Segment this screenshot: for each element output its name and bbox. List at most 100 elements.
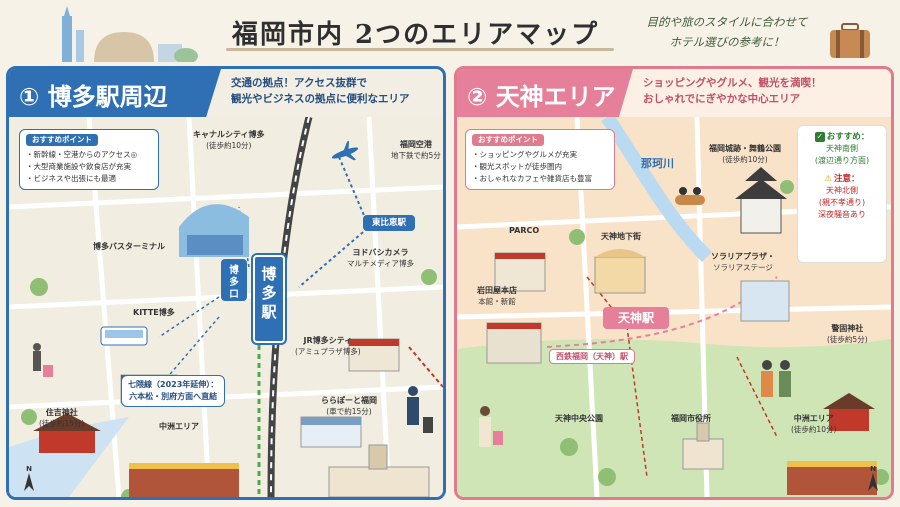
hakata-points-list: ・新幹線・空港からのアクセス◎ ・大型商業施設や飲食店が充実 ・ビジネスや出張に… (26, 149, 152, 185)
hakata-guchi-char: 口 (229, 289, 239, 300)
tenjin-area-description: ショッピングやグルメ、観光を満喫！ おしゃれでにぎやかな中心エリア (643, 75, 822, 107)
bus-terminal-label[interactable]: 博多バスターミナル (93, 242, 165, 251)
tenjin-station[interactable]: 天神駅 (603, 307, 669, 329)
tenjin-recommendation-box: ✓おすすめ： 天神南側 (渡辺通り方面) ⚠注意： 天神北側 (親不孝通り) 深… (797, 125, 887, 263)
recommend-ng-label: ⚠注意： (802, 173, 882, 185)
tenjin-desc-line-1: ショッピングやグルメ、観光を満喫！ (643, 77, 822, 89)
hakata-guchi-label[interactable]: 博 多 口 (221, 259, 247, 301)
hakata-point-item: ・ビジネスや出張にも最適 (26, 174, 116, 183)
tagline-line-1: 目的や旅のスタイルに合わせて (646, 15, 808, 29)
north-label: N (870, 465, 876, 473)
title-underline (226, 48, 614, 51)
yodobashi-label[interactable]: ヨドバシカメラ マルチメディア博多 (347, 247, 414, 269)
hakata-station-char: 博 (261, 265, 277, 283)
solaria-name: ソラリアプラザ・ (711, 252, 775, 261)
tenjin-area-number: ② (467, 83, 488, 111)
nakasu-time: (徒歩約10分) (791, 425, 837, 434)
hakata-station[interactable]: 博 多 駅 (253, 255, 285, 343)
airport-label[interactable]: 福岡空港 地下鉄で約5分 (391, 139, 441, 161)
nanakuma-line-sub: 六本松・別府方面へ直結 (129, 392, 218, 401)
iwataya-sub: 本館・新館 (478, 297, 516, 306)
hakata-points-header: おすすめポイント (26, 134, 98, 146)
jr-city-name: JR博多シティ (303, 336, 353, 345)
lalaport-name: ららぽーと福岡 (321, 396, 377, 405)
nakasu-area-label-tenjin[interactable]: 中洲エリア (徒歩約10分) (791, 413, 836, 435)
yodobashi-name: ヨドバシカメラ (352, 248, 409, 257)
recommend-ok-value: 天神南側 (826, 144, 858, 153)
hakata-area-description: 交通の拠点！アクセス抜群で 観光やビジネスの拠点に便利なエリア (231, 75, 410, 107)
jr-city-label[interactable]: JR博多シティ (アミュプラザ博多) (295, 335, 361, 357)
canal-city-illustration (179, 204, 249, 257)
page-title: 福岡市内 2つのエリアマップ (232, 20, 600, 50)
solaria-label[interactable]: ソラリアプラザ・ ソラリアステージ (711, 251, 775, 273)
iwataya-label[interactable]: 岩田屋本店 本館・新館 (477, 285, 517, 307)
nakasu-name: 中洲エリア (793, 414, 834, 423)
castle-time: (徒歩約10分) (722, 155, 768, 164)
hakata-guchi-char: 博 (229, 265, 239, 276)
lalaport-label[interactable]: ららぽーと福岡 (車で約15分) (321, 395, 377, 417)
recommend-ok-value: (渡辺通り方面) (814, 156, 870, 165)
recommend-ok-label: ✓おすすめ： (802, 131, 882, 143)
canal-city-time: (徒歩約10分) (206, 141, 252, 150)
hakata-station-char: 駅 (261, 303, 277, 321)
tenjin-central-park-label[interactable]: 天神中央公園 (555, 414, 603, 423)
recommend-ng-text: 注意： (834, 174, 860, 184)
tenjin-points-header: おすすめポイント (472, 134, 544, 146)
north-arrow-tenjin: N (863, 465, 883, 493)
airport-name: 福岡空港 (399, 140, 432, 149)
canal-city-name: キャナルシティ博多 (193, 130, 265, 139)
keigo-time: (徒歩約5分) (827, 335, 868, 344)
sumiyoshi-shrine-label[interactable]: 住吉神社 (徒歩約15分) (39, 407, 84, 429)
kitte-label[interactable]: KITTE博多 (133, 308, 175, 317)
nishitetsu-fukuoka-station[interactable]: 西鉄福岡（天神）駅 (549, 349, 635, 364)
nanakuma-line-label[interactable]: 七隈線（2023年延伸）： 六本松・別府方面へ直結 (121, 375, 226, 407)
recommend-ng-value: (親不孝通り) (818, 198, 866, 207)
tenjin-area-heading: ② 天神エリア (457, 69, 633, 117)
tenjin-point-item: ・ショッピングやグルメが充実 (472, 150, 577, 159)
north-arrow-icon (868, 473, 878, 491)
tenjin-points-box: おすすめポイント ・ショッピングやグルメが充実 ・観光スポットが徒歩圏内 ・おし… (465, 129, 615, 190)
recommend-ng-value: 深夜騒音あり (818, 210, 866, 219)
iwataya-name: 岩田屋本店 (477, 286, 517, 295)
canal-city-label[interactable]: キャナルシティ博多 (徒歩約10分) (193, 129, 265, 151)
hakata-area-panel: ① 博多駅周辺 交通の拠点！アクセス抜群で 観光やビジネスの拠点に便利なエリア (6, 66, 446, 500)
nanakuma-line-name: 七隈線（2023年延伸）： (128, 380, 219, 389)
north-label: N (26, 465, 32, 473)
naka-river-label: 那珂川 (641, 157, 674, 170)
solaria-sub: ソラリアステージ (713, 263, 773, 272)
north-arrow-hakata: N (19, 465, 39, 493)
tagline: 目的や旅のスタイルに合わせて ホテル選びの参考に！ (622, 12, 832, 52)
north-arrow-icon (24, 473, 34, 491)
sumiyoshi-name: 住吉神社 (45, 408, 78, 417)
lalaport-time: (車で約15分) (326, 407, 372, 416)
sumiyoshi-time: (徒歩約15分) (39, 419, 85, 428)
castle-name: 福岡城跡・舞鶴公園 (709, 144, 781, 153)
recommend-ok-text: おすすめ： (826, 132, 870, 142)
jr-city-sub: (アミュプラザ博多) (295, 347, 361, 356)
warning-icon: ⚠ (824, 174, 833, 184)
checkmark-icon: ✓ (814, 132, 825, 142)
fukuoka-city-hall-label[interactable]: 福岡市役所 (671, 414, 711, 423)
parco-label[interactable]: PARCO (509, 226, 540, 235)
recommend-ng-value: 天神北側 (826, 186, 858, 195)
hakata-station-char: 多 (261, 284, 277, 302)
suitcase-icon (830, 23, 870, 58)
tenjin-desc-line-2: おしゃれでにぎやかな中心エリア (643, 93, 801, 105)
keigo-shrine-label[interactable]: 警固神社 (徒歩約5分) (827, 323, 868, 345)
hakata-points-box: おすすめポイント ・新幹線・空港からのアクセス◎ ・大型商業施設や飲食店が充実 … (19, 129, 159, 190)
hakata-area-title: 博多駅周辺 (47, 83, 168, 111)
hakata-desc-line-1: 交通の拠点！アクセス抜群で (231, 77, 367, 89)
tenjin-points-list: ・ショッピングやグルメが充実 ・観光スポットが徒歩圏内 ・おしゃれなカフェや雑貨… (472, 149, 608, 185)
hakata-area-heading: ① 博多駅周辺 (9, 69, 221, 117)
fukuoka-castle-label[interactable]: 福岡城跡・舞鶴公園 (徒歩約10分) (709, 143, 781, 165)
hakata-point-item: ・新幹線・空港からのアクセス◎ (26, 150, 138, 159)
tenjin-underground-label[interactable]: 天神地下街 (601, 232, 641, 241)
yodobashi-sub: マルチメディア博多 (347, 259, 414, 268)
nakasu-area-label-hakata[interactable]: 中洲エリア (159, 422, 199, 431)
higashi-hie-station[interactable]: 東比恵駅 (363, 215, 415, 231)
tenjin-area-panel: ② 天神エリア ショッピングやグルメ、観光を満喫！ おしゃれでにぎやかな中心エリ… (454, 66, 894, 500)
hakata-point-item: ・大型商業施設や飲食店が充実 (26, 162, 131, 171)
airport-time: 地下鉄で約5分 (391, 151, 441, 160)
keigo-name: 警固神社 (831, 324, 864, 333)
